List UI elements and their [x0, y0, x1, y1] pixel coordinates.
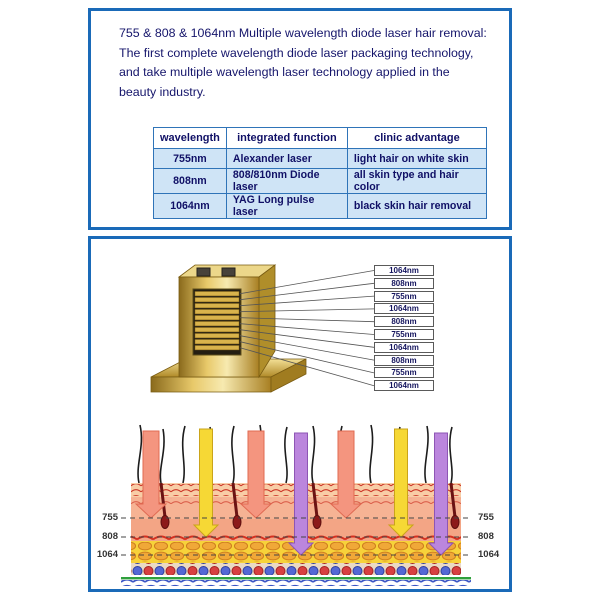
stack-label: 1064nm [374, 341, 434, 353]
depth-label-left-1064: 1064 [96, 549, 118, 560]
spec-table: wavelength integrated function clinic ad… [153, 127, 487, 219]
laser-bar [194, 321, 240, 327]
laser-bar [194, 297, 240, 303]
top-clamp [221, 267, 236, 277]
stack-label: 1064nm [374, 265, 434, 276]
arrow-755 [239, 430, 273, 519]
depth-label-right-755: 755 [478, 512, 494, 523]
table-header-row: wavelength integrated function clinic ad… [153, 127, 487, 149]
green-line [121, 577, 471, 580]
cell-advantage: all skin type and hair color [346, 168, 487, 194]
cell-function: Alexander laser [225, 148, 348, 169]
intro-line: beauty industry. [119, 84, 206, 99]
column-header-wavelength: wavelength [153, 127, 227, 149]
depth-label-right-1064: 1064 [478, 549, 500, 560]
table-row-1064: 1064nm YAG Long pulse laser black skin h… [153, 193, 487, 219]
leader-lines [239, 270, 375, 387]
blue-wave-line [121, 580, 471, 586]
cell-advantage: light hair on white skin [346, 148, 487, 169]
arrow-1064 [287, 432, 315, 556]
stack-label: 808nm [374, 316, 434, 328]
table-row-755: 755nm Alexander laser light hair on whit… [153, 148, 487, 169]
depth-label-left-755: 755 [102, 512, 118, 523]
laser-stack-figure [150, 264, 375, 393]
cell-function: 808/810nm Diode laser [225, 168, 348, 194]
stack-label: 755nm [374, 290, 434, 302]
laser-bar [194, 345, 240, 351]
laser-arrows [134, 428, 455, 556]
column-header-advantage: clinic advantage [346, 127, 487, 149]
stack-label: 808nm [374, 354, 434, 366]
stack-label: 755nm [374, 367, 434, 379]
arrow-808 [192, 428, 220, 538]
laser-bar [194, 333, 240, 339]
intro-line: and take multiple wavelength laser techn… [119, 65, 450, 79]
bottom-panel: 1064nm 808nm 755nm 1064nm 808nm 755nm 10… [88, 236, 512, 592]
table-row-808: 808nm 808/810nm Diode laser all skin typ… [153, 168, 487, 194]
intro-line: The first complete wavelength diode lase… [119, 45, 474, 60]
arrow-755 [329, 430, 363, 519]
vessel-layer [131, 563, 461, 575]
laser-bar [194, 339, 240, 345]
stack-label: 755nm [374, 329, 434, 340]
stack-label: 1064nm [374, 303, 434, 315]
depth-lines [121, 517, 471, 556]
laser-bar [194, 327, 240, 333]
arrow-1064 [427, 432, 455, 556]
cell-wavelength: 755nm [153, 148, 227, 169]
skin-diagram [121, 424, 471, 586]
arrow-808 [387, 428, 415, 538]
laser-bar [194, 309, 240, 315]
laser-bar [194, 315, 240, 321]
top-panel: 755 & 808 & 1064nm Multiple wavelength d… [88, 8, 512, 230]
stack-label: 808nm [374, 277, 434, 289]
cell-wavelength: 808nm [153, 168, 227, 194]
laser-bar-stack [192, 288, 242, 356]
depth-label-right-808: 808 [478, 531, 494, 542]
cell-function: YAG Long pulse laser [225, 193, 348, 219]
column-header-function: integrated function [225, 127, 348, 149]
top-clamp [196, 267, 211, 277]
cell-advantage: black skin hair removal [346, 193, 487, 219]
stack-label: 1064nm [374, 380, 434, 392]
intro-line: 755 & 808 & 1064nm Multiple wavelength d… [119, 26, 487, 40]
intro-paragraph: 755 & 808 & 1064nm Multiple wavelength d… [119, 24, 495, 102]
arrow-755 [134, 430, 168, 519]
laser-bar [194, 291, 240, 297]
cell-wavelength: 1064nm [153, 193, 227, 219]
depth-label-left-808: 808 [102, 531, 118, 542]
laser-bar [194, 303, 240, 309]
